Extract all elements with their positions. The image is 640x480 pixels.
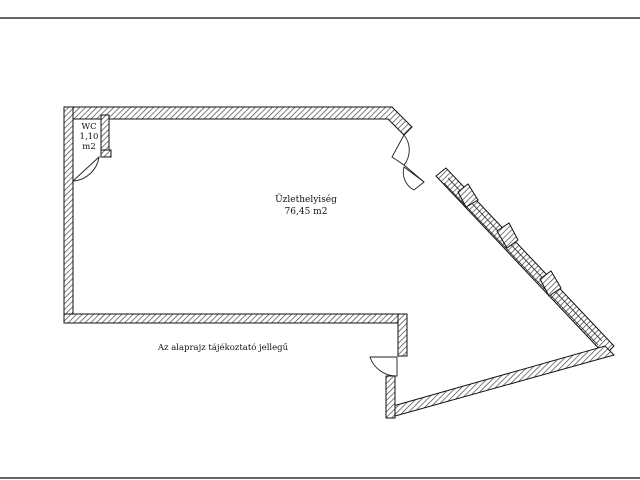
shop-room-name: Üzlethelyiség <box>275 193 337 205</box>
wall-triangle-left <box>385 375 396 419</box>
wall-bottom <box>63 313 408 324</box>
entrance-door-leaf <box>403 164 425 183</box>
wc-room-area: 1,10 <box>80 132 99 142</box>
entrance-door-lower <box>402 166 425 191</box>
wall-bottom-diagonal <box>385 345 615 419</box>
entrance-door-upper <box>391 134 410 166</box>
wall-top <box>63 106 413 136</box>
wc-room-area-unit: m2 <box>82 142 95 152</box>
wc-bottom-wall-stub <box>100 149 112 158</box>
lower-door-swing <box>369 356 398 377</box>
wc-door-swing <box>71 155 100 182</box>
window-diagonal <box>443 177 603 346</box>
wall-left <box>63 106 74 324</box>
wc-room-name: WC <box>81 122 96 132</box>
disclaimer-note: Az alaprajz tájékoztató jellegű <box>157 342 289 353</box>
shop-room-area: 76,45 m2 <box>285 207 328 217</box>
wall-bottom-right-stub <box>397 313 408 357</box>
